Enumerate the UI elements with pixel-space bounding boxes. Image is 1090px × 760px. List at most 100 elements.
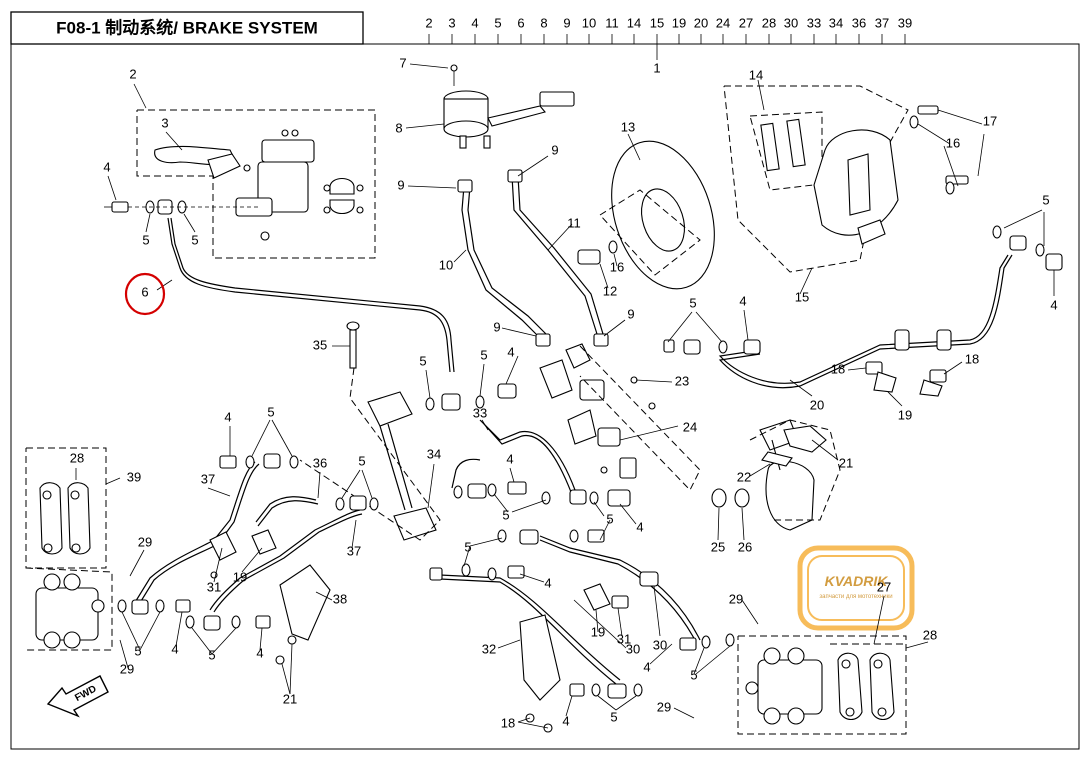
callout-5: 5 — [610, 709, 617, 724]
brake-pads-left — [39, 482, 91, 555]
callout-5: 5 — [480, 347, 487, 362]
mid-washers — [425, 383, 517, 411]
callout-4: 4 — [1050, 297, 1057, 312]
ref-label: 33 — [807, 15, 821, 30]
right-rear-caliper-group-box — [737, 635, 907, 735]
disc-bolt-and-washer — [577, 240, 618, 265]
callout-13: 13 — [621, 119, 635, 134]
callout-4: 4 — [256, 645, 263, 660]
callout-23: 23 — [675, 373, 689, 388]
callout-29: 29 — [120, 661, 134, 676]
leader-lines — [75, 63, 1055, 729]
long-bolt — [346, 321, 360, 369]
callout-9: 9 — [397, 177, 404, 192]
callout-36: 36 — [313, 455, 327, 470]
left-line-fittings — [117, 453, 379, 631]
ref-label: 27 — [739, 15, 753, 30]
watermark-text: KVADRIK — [825, 573, 889, 589]
callout-9: 9 — [627, 306, 634, 321]
ref-label: 14 — [627, 15, 641, 30]
callout-25: 25 — [711, 539, 725, 554]
hose-clamp — [593, 333, 609, 347]
callout-19: 19 — [898, 407, 912, 422]
clips-18-19-right — [865, 361, 947, 397]
callout-4: 4 — [562, 713, 569, 728]
ref-label: 37 — [875, 15, 889, 30]
callout-30: 30 — [653, 637, 667, 652]
right-rear-brake-caliper — [745, 647, 823, 725]
ref-label: 34 — [829, 15, 843, 30]
kvadrik-watermark: KVADRIK запчасти для мототехники — [797, 545, 915, 631]
callout-33: 33 — [473, 405, 487, 420]
callout-5: 5 — [208, 647, 215, 662]
callout-16: 16 — [946, 135, 960, 150]
callout-5: 5 — [419, 353, 426, 368]
handlebar-clamp — [323, 177, 364, 215]
callout-24: 24 — [683, 419, 697, 434]
callout-28: 28 — [70, 450, 84, 465]
ref-label: 6 — [517, 15, 524, 30]
callout-4: 4 — [506, 451, 513, 466]
brake-pedal — [759, 419, 827, 531]
hose-clamp — [507, 169, 523, 183]
callout-28: 28 — [923, 627, 937, 642]
pedal-group-box — [749, 419, 841, 521]
callout-30: 30 — [626, 641, 640, 656]
callout-9: 9 — [493, 319, 500, 334]
ref-label: 20 — [694, 15, 708, 30]
callout-5: 5 — [142, 232, 149, 247]
callout-4: 4 — [224, 409, 231, 424]
callout-9: 9 — [551, 142, 558, 157]
callout-32: 32 — [482, 641, 496, 656]
callout-5: 5 — [690, 667, 697, 682]
callout-5: 5 — [267, 404, 274, 419]
callout-5: 5 — [464, 539, 471, 554]
callout-4: 4 — [636, 519, 643, 534]
callout-34: 34 — [427, 446, 441, 461]
callout-22: 22 — [737, 469, 751, 484]
right-brake-caliper — [813, 129, 899, 245]
callout-18: 18 — [831, 361, 845, 376]
master-cylinder-body — [235, 129, 315, 241]
callout-12: 12 — [603, 283, 617, 298]
callout-16: 16 — [610, 259, 624, 274]
pedal-washers — [711, 488, 750, 508]
callout-39: 39 — [127, 469, 141, 484]
callout-5: 5 — [358, 453, 365, 468]
callout-5: 5 — [191, 232, 198, 247]
callout-18: 18 — [965, 351, 979, 366]
brake-line-20 — [718, 254, 1009, 384]
ref-label: 5 — [494, 15, 501, 30]
brake-pads-right-rear — [837, 652, 895, 721]
reservoir-hose-10 — [461, 185, 541, 339]
callout-19: 19 — [591, 624, 605, 639]
ref-label: 28 — [762, 15, 776, 30]
page-title: F08-1 制动系统/ BRAKE SYSTEM — [56, 17, 318, 37]
title-box — [10, 11, 364, 45]
callout-35: 35 — [313, 337, 327, 352]
callout-29: 29 — [729, 591, 743, 606]
callout-6: 6 — [141, 284, 148, 299]
callout-4: 4 — [739, 293, 746, 308]
callout-37: 37 — [347, 543, 361, 558]
callout-3: 3 — [161, 115, 168, 130]
rear-bracket-32 — [519, 614, 561, 733]
ref-label: 11 — [605, 15, 619, 30]
valve-group-box — [579, 345, 701, 491]
callout-21: 21 — [283, 691, 297, 706]
forward-arrow-icon: FWD — [46, 675, 109, 718]
callout-5: 5 — [606, 511, 613, 526]
callout-2: 2 — [129, 66, 136, 81]
brake-pad-group-box — [749, 111, 823, 191]
highlight-circle — [124, 272, 166, 316]
hose-33-fittings — [453, 481, 631, 507]
callout-labels: 2 3 4 5 5 6 7 8 9 9 10 11 13 16 12 14 17… — [70, 55, 1058, 730]
callout-5: 5 — [1042, 192, 1049, 207]
callout-37: 37 — [201, 471, 215, 486]
hose-clamp — [535, 333, 551, 347]
hose-clamp — [457, 179, 473, 193]
rear-bracket-38 — [275, 564, 331, 665]
brake-line-37b — [209, 509, 361, 611]
